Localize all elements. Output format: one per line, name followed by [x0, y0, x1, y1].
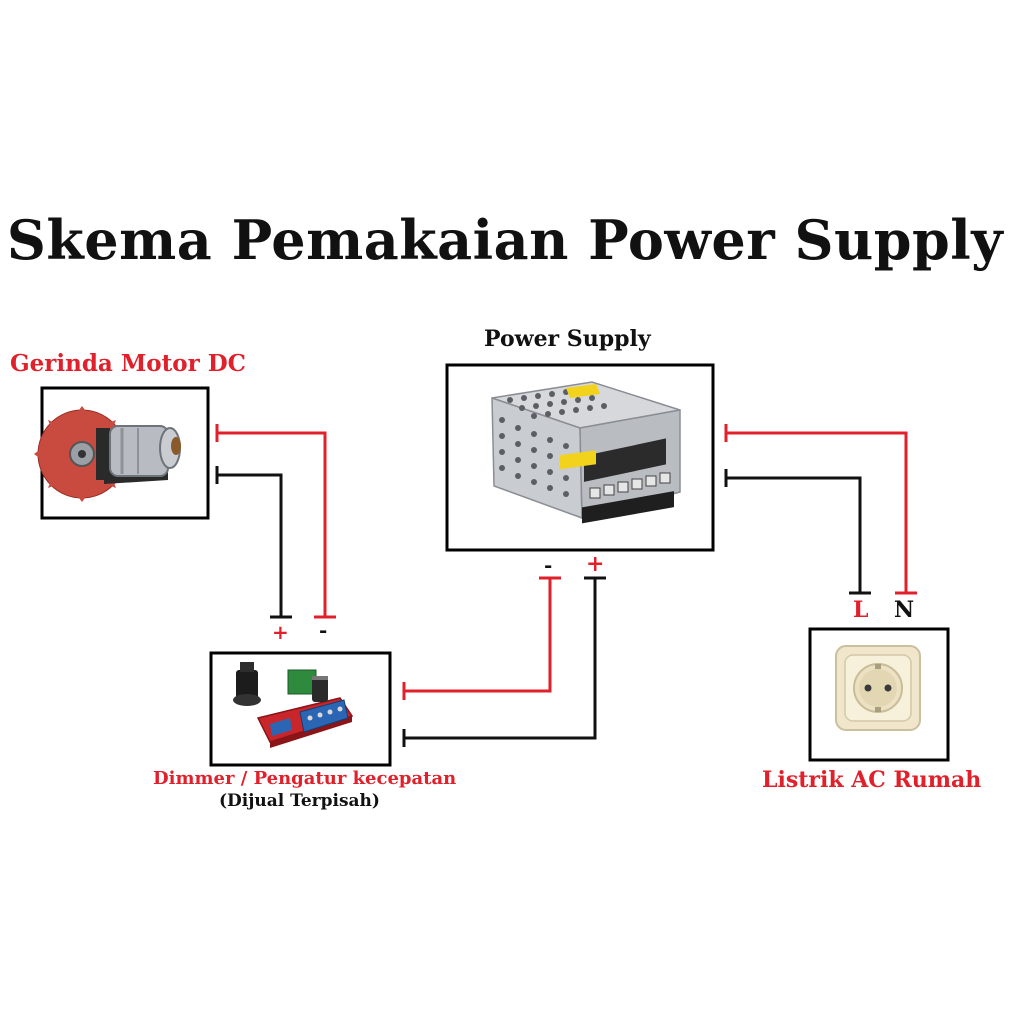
page-title: Skema Pemakaian Power Supply	[6, 208, 1004, 272]
power-supply-icon	[491, 381, 681, 524]
wire-ac-black	[724, 469, 871, 595]
ac-l-terminal: L	[853, 597, 869, 623]
wire-dimmer-red	[402, 576, 561, 700]
ps-plus-terminal: +	[586, 551, 605, 577]
ac-box	[808, 627, 950, 762]
dimmer-label: Dimmer / Pengatur kecepatan	[153, 768, 457, 789]
ac-n-terminal: N	[894, 597, 915, 623]
power-supply-label: Power Supply	[484, 326, 651, 352]
wall-socket-icon	[835, 645, 921, 731]
saw-motor-icon	[34, 406, 181, 502]
wire-ac-red	[724, 424, 917, 595]
ac-label: Listrik AC Rumah	[762, 767, 982, 793]
dimmer-plus-terminal: +	[272, 620, 289, 644]
dimmer-note: (Dijual Terpisah)	[219, 791, 380, 811]
motor-label: Gerinda Motor DC	[10, 350, 246, 377]
dimmer-minus-terminal: -	[319, 618, 328, 642]
power-supply-box	[445, 363, 715, 552]
ps-minus-terminal: -	[544, 553, 553, 577]
wire-motor-red	[215, 424, 336, 619]
pwm-dimmer-icon	[233, 662, 354, 748]
dimmer-box	[209, 651, 392, 767]
wire-dimmer-black	[402, 576, 606, 747]
wire-motor-black	[215, 466, 292, 619]
